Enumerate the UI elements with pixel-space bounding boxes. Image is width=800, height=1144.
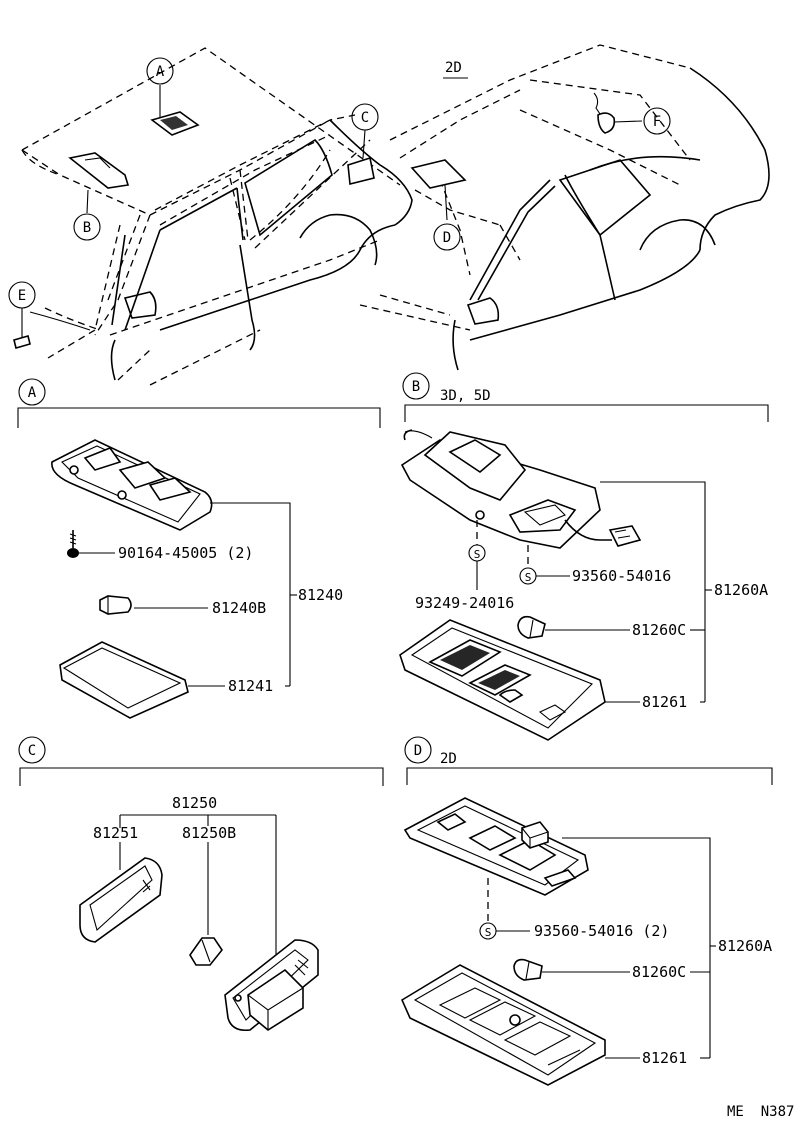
svg-text:E: E bbox=[18, 288, 26, 304]
svg-text:S: S bbox=[525, 571, 532, 584]
section-d-variant: 2D bbox=[440, 751, 457, 767]
section-c-letter: C bbox=[28, 743, 36, 759]
section-d: D 2D S bbox=[400, 736, 773, 1086]
part-bulb-c: 81250B bbox=[182, 824, 236, 842]
variant-label-2d: 2D bbox=[445, 60, 462, 76]
dome-lamp-housing-a bbox=[51, 439, 213, 531]
callout-d-overview: D bbox=[433, 223, 461, 251]
drawing-code: ME N387 bbox=[727, 1104, 794, 1120]
car-left-illustration bbox=[13, 47, 413, 386]
svg-text:F: F bbox=[653, 114, 661, 130]
car-right-illustration: 2D bbox=[359, 44, 770, 371]
lens-b bbox=[399, 619, 606, 741]
part-lamp-assy-b: 81260A bbox=[714, 581, 768, 599]
callout-e-overview: E bbox=[8, 281, 36, 309]
section-d-letter: D bbox=[414, 743, 422, 759]
section-b-variant: 3D, 5D bbox=[440, 388, 491, 404]
svg-text:S: S bbox=[474, 548, 481, 561]
part-lens-b: 81261 bbox=[642, 693, 687, 711]
svg-text:B: B bbox=[83, 220, 91, 236]
part-lens-a: 81241 bbox=[228, 677, 273, 695]
section-a: A bbox=[17, 378, 381, 719]
lens-c bbox=[79, 857, 163, 943]
bulb-b bbox=[517, 615, 546, 639]
dome-lamp-housing-d bbox=[403, 797, 589, 896]
part-lamp-assy-d: 81260A bbox=[718, 937, 772, 955]
part-screw-b-right: 93560-54016 bbox=[572, 567, 671, 585]
section-b: B 3D, 5D S S bbox=[399, 372, 769, 741]
part-bulb-b: 81260C bbox=[632, 621, 686, 639]
section-b-letter: B bbox=[412, 379, 420, 395]
section-a-letter: A bbox=[28, 385, 37, 401]
callout-a-overview: A bbox=[146, 57, 174, 85]
part-lens-c: 81251 bbox=[93, 824, 138, 842]
part-screw-b-left: 93249-24016 bbox=[415, 594, 514, 612]
part-lamp-assy-c: 81250 bbox=[172, 794, 217, 812]
lens-d bbox=[400, 964, 606, 1086]
bulb-a bbox=[99, 595, 132, 615]
screw-a bbox=[67, 530, 79, 558]
callout-c-overview: C bbox=[351, 103, 379, 131]
callout-f-overview: F bbox=[643, 107, 671, 135]
part-lens-d: 81261 bbox=[642, 1049, 687, 1067]
part-bulb-a: 81240B bbox=[212, 599, 266, 617]
svg-text:D: D bbox=[443, 230, 451, 246]
section-c: C 81250 81251 81250B bbox=[18, 736, 384, 1032]
svg-text:C: C bbox=[361, 110, 369, 126]
screw-b-left: S bbox=[468, 520, 486, 590]
lamp-housing-c bbox=[224, 939, 319, 1032]
part-screw-a: 90164-45005 (2) bbox=[118, 544, 253, 562]
svg-text:A: A bbox=[156, 64, 165, 80]
bulb-d bbox=[513, 958, 543, 981]
lens-a bbox=[59, 641, 189, 719]
part-bulb-d: 81260C bbox=[632, 963, 686, 981]
svg-text:S: S bbox=[485, 926, 492, 939]
screw-d: S bbox=[479, 878, 530, 940]
screw-b-right: S bbox=[519, 545, 570, 585]
callout-b-overview: B bbox=[73, 213, 101, 241]
bulb-c bbox=[189, 937, 223, 966]
dome-lamp-housing-b bbox=[400, 429, 642, 549]
part-lamp-assy-a: 81240 bbox=[298, 586, 343, 604]
part-screw-d: 93560-54016 (2) bbox=[534, 922, 669, 940]
